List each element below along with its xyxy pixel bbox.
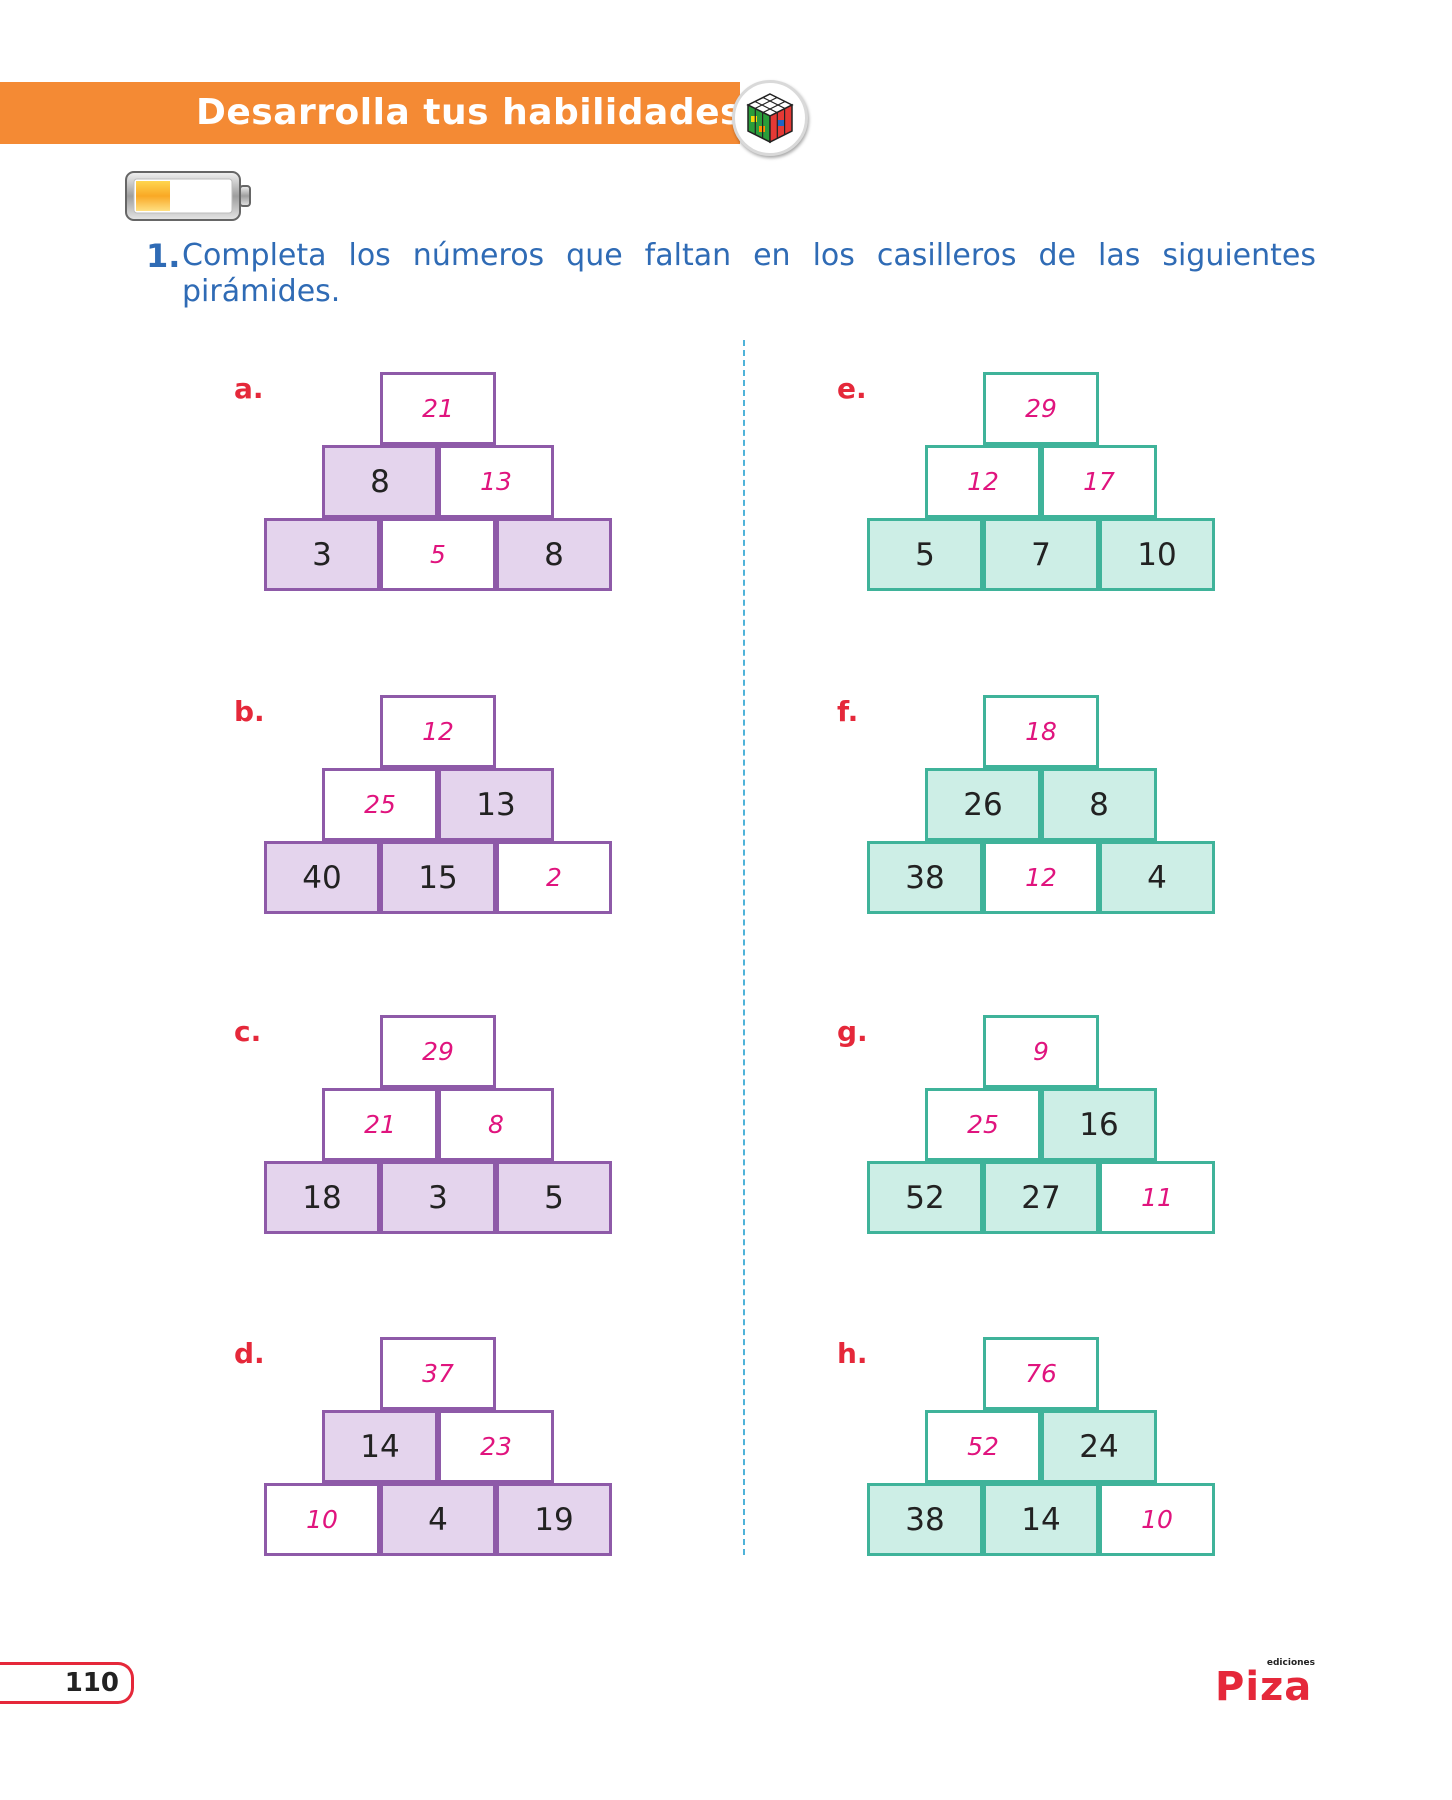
pyramid-label: e. [837, 372, 867, 405]
pyramid-cell-top[interactable]: 9 [983, 1015, 1099, 1088]
pyramid-cell-middle[interactable]: 25 [322, 768, 438, 841]
pyramid-cell-middle[interactable]: 17 [1041, 445, 1157, 518]
pyramid-cell-middle[interactable]: 23 [438, 1410, 554, 1483]
pyramid-cell-middle[interactable]: 52 [925, 1410, 1041, 1483]
page-number-tab: 110 [0, 1662, 134, 1704]
pyramid-cell-middle: 24 [1041, 1410, 1157, 1483]
pyramid-label: h. [837, 1337, 868, 1370]
pyramid-cell-bottom: 14 [983, 1483, 1099, 1556]
pyramid-cell-top[interactable]: 76 [983, 1337, 1099, 1410]
pyramid-cell-middle[interactable]: 8 [438, 1088, 554, 1161]
pyramid-cell-bottom: 52 [867, 1161, 983, 1234]
page-number: 110 [64, 1668, 119, 1698]
pyramid-cell-bottom: 5 [496, 1161, 612, 1234]
pyramid-cell-bottom: 3 [264, 518, 380, 591]
section-title: Desarrolla tus habilidades [196, 92, 742, 133]
pyramid-cell-middle: 13 [438, 768, 554, 841]
battery-level-fill [136, 181, 170, 211]
pyramid-cell-top[interactable]: 37 [380, 1337, 496, 1410]
exercise-instruction: 1. Completa los números que faltan en lo… [146, 238, 1316, 310]
pyramid-cell-bottom: 15 [380, 841, 496, 914]
pyramid-cell-top[interactable]: 18 [983, 695, 1099, 768]
pyramid-cell-bottom: 4 [380, 1483, 496, 1556]
pyramid-cell-middle: 26 [925, 768, 1041, 841]
pyramid-cell-bottom: 5 [867, 518, 983, 591]
pyramid-cell-bottom: 18 [264, 1161, 380, 1234]
pyramid-cell-middle: 8 [1041, 768, 1157, 841]
pyramid-cell-middle[interactable]: 12 [925, 445, 1041, 518]
section-banner [0, 82, 740, 144]
pyramid-cell-middle: 14 [322, 1410, 438, 1483]
pyramid-cell-bottom[interactable]: 2 [496, 841, 612, 914]
instruction-text: Completa los números que faltan en los c… [182, 238, 1316, 309]
pyramid-cell-bottom: 10 [1099, 518, 1215, 591]
column-divider [743, 340, 745, 1555]
pyramid-cell-bottom[interactable]: 10 [1099, 1483, 1215, 1556]
pyramid-cell-bottom[interactable]: 10 [264, 1483, 380, 1556]
pyramid-cell-middle[interactable]: 21 [322, 1088, 438, 1161]
pyramid-cell-bottom: 38 [867, 1483, 983, 1556]
pyramid-cell-middle: 8 [322, 445, 438, 518]
pyramid-cell-bottom: 7 [983, 518, 1099, 591]
pyramid-label: a. [234, 372, 264, 405]
pyramid-cell-bottom: 40 [264, 841, 380, 914]
pyramid-cell-middle: 16 [1041, 1088, 1157, 1161]
pyramid-cell-top[interactable]: 12 [380, 695, 496, 768]
logo-text: Piza [1215, 1664, 1313, 1710]
pyramid-label: d. [234, 1337, 265, 1370]
pyramid-label: f. [837, 695, 859, 728]
pyramid-cell-bottom: 19 [496, 1483, 612, 1556]
pyramid-cell-top[interactable]: 29 [983, 372, 1099, 445]
pyramid-cell-bottom: 38 [867, 841, 983, 914]
pyramid-cell-bottom: 3 [380, 1161, 496, 1234]
pyramid-label: b. [234, 695, 265, 728]
pyramid-cell-bottom[interactable]: 12 [983, 841, 1099, 914]
pyramid-cell-bottom: 8 [496, 518, 612, 591]
publisher-logo: ediciones Piza [1215, 1658, 1315, 1710]
pyramid-label: g. [837, 1015, 868, 1048]
rubiks-cube-icon [732, 80, 808, 156]
battery-low-icon [125, 171, 251, 221]
pyramid-cell-bottom[interactable]: 5 [380, 518, 496, 591]
exercise-number: 1. [146, 237, 181, 275]
pyramid-cell-top[interactable]: 29 [380, 1015, 496, 1088]
pyramid-cell-bottom[interactable]: 11 [1099, 1161, 1215, 1234]
pyramid-cell-middle[interactable]: 25 [925, 1088, 1041, 1161]
pyramid-cell-top[interactable]: 21 [380, 372, 496, 445]
pyramid-cell-middle[interactable]: 13 [438, 445, 554, 518]
pyramid-cell-bottom: 4 [1099, 841, 1215, 914]
pyramid-cell-bottom: 27 [983, 1161, 1099, 1234]
pyramid-label: c. [234, 1015, 262, 1048]
logo-subtext: ediciones [1266, 1658, 1315, 1668]
